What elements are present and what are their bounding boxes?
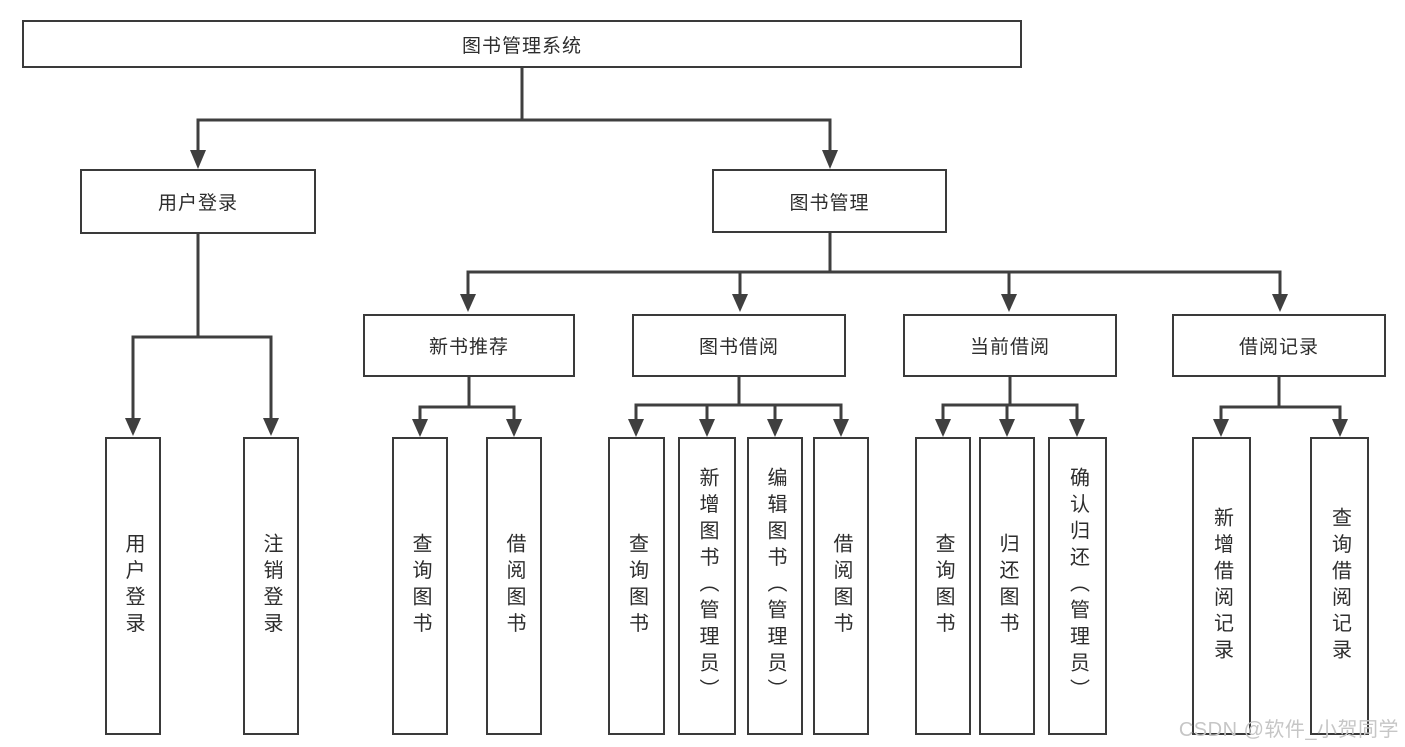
node-book-borrow: 图书借阅: [632, 314, 846, 377]
arrowhead: [125, 418, 141, 436]
connector-book-mgmt: [466, 233, 1282, 295]
connector-current-borrow: [941, 377, 1079, 420]
connector-book-borrow: [634, 377, 843, 420]
leaf-user-login: 用户登录: [105, 437, 161, 735]
connector-new-book-rec: [418, 377, 516, 420]
arrowhead: [460, 294, 476, 312]
node-borrow-records: 借阅记录: [1172, 314, 1386, 377]
leaf-bb-edit-books-admin: 编辑图书（管理员）: [747, 437, 803, 735]
arrowhead: [1332, 419, 1348, 437]
arrowhead: [1213, 419, 1229, 437]
arrowhead: [732, 294, 748, 312]
arrowhead: [628, 419, 644, 437]
arrowhead: [699, 419, 715, 437]
arrowhead: [1069, 419, 1085, 437]
leaf-bb-borrow-books: 借阅图书: [813, 437, 869, 735]
arrowhead: [190, 150, 206, 169]
arrowhead: [822, 150, 838, 169]
node-user-login: 用户登录: [80, 169, 316, 234]
leaf-nbr-query-books: 查询图书: [392, 437, 448, 735]
leaf-cb-query-books: 查询图书: [915, 437, 971, 735]
leaf-bb-query-books: 查询图书: [608, 437, 665, 735]
arrowhead: [1001, 294, 1017, 312]
leaf-logout: 注销登录: [243, 437, 299, 735]
arrowhead: [263, 418, 279, 436]
arrowhead: [506, 419, 522, 437]
arrowhead: [833, 419, 849, 437]
node-book-mgmt: 图书管理: [712, 169, 947, 233]
node-new-book-rec: 新书推荐: [363, 314, 575, 377]
arrowhead: [767, 419, 783, 437]
connector-borrow-records: [1219, 377, 1342, 420]
arrowhead: [999, 419, 1015, 437]
connector-user-login: [131, 234, 273, 420]
node-root: 图书管理系统: [22, 20, 1022, 68]
arrowhead: [1272, 294, 1288, 312]
leaf-cb-return-books: 归还图书: [979, 437, 1035, 735]
arrowhead: [935, 419, 951, 437]
leaf-br-query-record: 查询借阅记录: [1310, 437, 1369, 735]
csdn-watermark: CSDN @软件_小贺同学: [1178, 719, 1399, 741]
leaf-bb-add-books-admin: 新增图书（管理员）: [678, 437, 736, 735]
node-current-borrow: 当前借阅: [903, 314, 1117, 377]
leaf-br-add-record: 新增借阅记录: [1192, 437, 1251, 735]
arrowhead: [412, 419, 428, 437]
leaf-nbr-borrow-books: 借阅图书: [486, 437, 542, 735]
connector-root: [196, 68, 832, 152]
leaf-cb-confirm-return-admin: 确认归还（管理员）: [1048, 437, 1107, 735]
